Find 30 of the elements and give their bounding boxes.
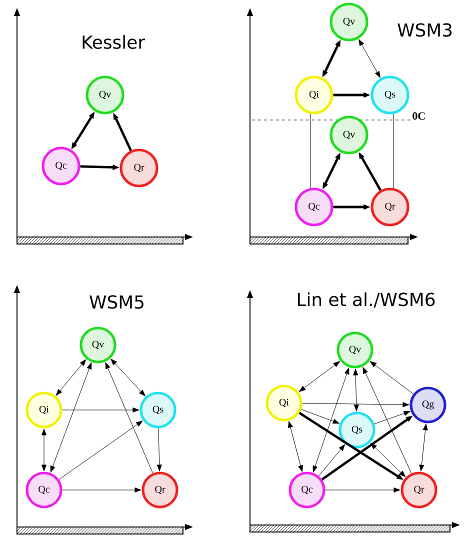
- arrow: [110, 358, 146, 396]
- arrow: [362, 367, 412, 474]
- arrow: [325, 488, 400, 492]
- arrow: [62, 488, 142, 492]
- arrow: [42, 428, 46, 472]
- arrow: [62, 408, 140, 412]
- arrow: [105, 362, 154, 474]
- panel-title: WSM5: [90, 295, 144, 309]
- panel-title: Kessler: [82, 35, 145, 49]
- arrow: [419, 424, 428, 472]
- panel-title: Lin et al./WSM6: [298, 292, 435, 308]
- arrow: [156, 428, 162, 472]
- level-label: 0C: [412, 112, 425, 120]
- arrow: [50, 362, 92, 472]
- connector-line: [310, 114, 311, 188]
- arrow: [358, 39, 380, 78]
- arrow: [370, 361, 414, 394]
- arrow: [370, 442, 406, 477]
- arrow: [56, 359, 86, 396]
- arrow: [299, 361, 340, 392]
- arrow: [302, 402, 410, 408]
- arrow: [318, 444, 346, 476]
- connector-line: [393, 114, 394, 188]
- arrow: [58, 420, 143, 480]
- arrow: [374, 410, 410, 424]
- arrow: [312, 368, 350, 472]
- arrow: [300, 409, 340, 424]
- panel-title: WSM3: [398, 23, 452, 37]
- arrow: [288, 421, 303, 472]
- arrow: [353, 368, 359, 412]
